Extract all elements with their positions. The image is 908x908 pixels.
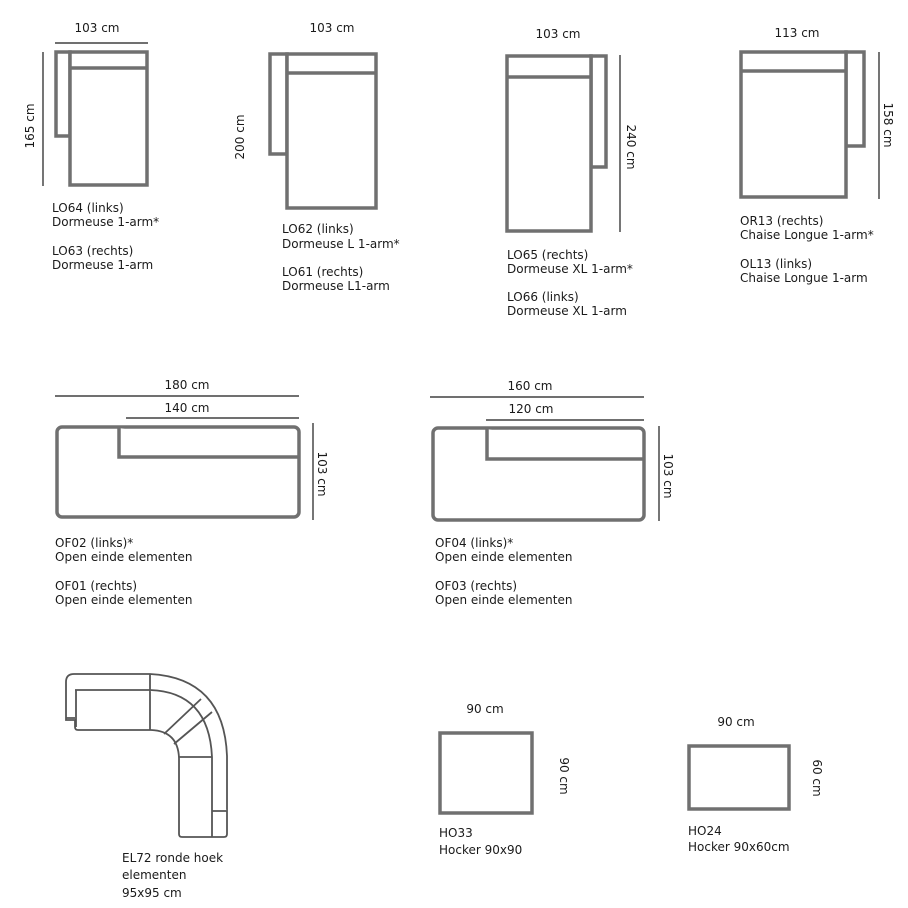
of02-seat-width-label: 140 cm	[164, 401, 209, 415]
lo66-name-left: Dormeuse XL 1-arm	[507, 304, 627, 318]
of02-backrest-outline	[117, 428, 298, 459]
of04-code: OF04 (links)*	[435, 536, 514, 550]
lo64-name-right: Dormeuse 1-arm	[52, 258, 154, 272]
of02-depth-label: 103 cm	[315, 451, 329, 496]
lo62-seat	[285, 52, 378, 210]
ho33-depth-label: 90 cm	[557, 757, 571, 794]
ho24-diagram: 90 cm 60 cm	[687, 715, 824, 811]
el72-back-curve	[149, 689, 227, 837]
or13-width-label: 113 cm	[774, 26, 819, 40]
of04-name: Open einde elementen	[435, 550, 573, 564]
ho33-hocker	[438, 731, 534, 815]
lo62-depth-label: 200 cm	[233, 114, 247, 159]
lo62-code-left: LO62 (links)	[282, 222, 354, 236]
el72-diagram	[65, 673, 228, 838]
lo64-width-label: 103 cm	[74, 21, 119, 35]
of04-total-width-label: 160 cm	[507, 379, 552, 393]
ho33-code: HO33	[439, 826, 473, 840]
lo64-diagram: 103 cm 165 cm	[23, 21, 149, 187]
of03-code: OF03 (rechts)	[435, 579, 518, 593]
of02-diagram: 180 cm 140 cm 103 cm	[55, 378, 329, 520]
or13-armrest	[844, 50, 866, 148]
ho24-width-label: 90 cm	[717, 715, 754, 729]
of04-depth-label: 103 cm	[661, 453, 675, 498]
of04-seat-width-label: 120 cm	[508, 402, 553, 416]
lo62-width-label: 103 cm	[309, 21, 354, 35]
el72-segment-lines	[163, 698, 213, 745]
lo65-seat	[505, 54, 593, 233]
or13-code-right: OR13 (rechts)	[740, 214, 824, 228]
of01-code: OF01 (rechts)	[55, 579, 138, 593]
or13-seat	[739, 50, 848, 199]
or13-diagram: 113 cm 158 cm	[739, 26, 895, 199]
of02-total-width-label: 180 cm	[164, 378, 209, 392]
el72-line-2: elementen	[122, 868, 187, 882]
ho24-hocker	[687, 744, 791, 811]
or13-depth-label: 158 cm	[881, 102, 895, 147]
lo62-armrest	[268, 52, 289, 156]
lo64-seat	[68, 50, 149, 187]
el72-line-1: EL72 ronde hoek	[122, 851, 224, 865]
lo65-code-right: LO65 (rechts)	[507, 248, 589, 262]
lo65-diagram: 103 cm 240 cm	[505, 27, 638, 233]
of04-diagram: 160 cm 120 cm 103 cm	[430, 379, 675, 522]
lo65-depth-label: 240 cm	[624, 124, 638, 169]
lo66-code-left: LO66 (links)	[507, 290, 579, 304]
ol13-name-left: Chaise Longue 1-arm	[740, 271, 868, 285]
el72-back-left	[66, 674, 151, 730]
of02-code: OF02 (links)*	[55, 536, 134, 550]
ho33-name: Hocker 90x90	[439, 843, 523, 857]
lo62-code-right: LO61 (rechts)	[282, 265, 364, 279]
el72-line-3: 95x95 cm	[122, 886, 182, 900]
lo64-name-left: Dormeuse 1-arm*	[52, 215, 160, 229]
ho24-name: Hocker 90x60cm	[688, 840, 790, 854]
lo65-armrest	[589, 54, 608, 169]
of03-name: Open einde elementen	[435, 593, 573, 607]
ol13-code-left: OL13 (links)	[740, 257, 813, 271]
or13-name-right: Chaise Longue 1-arm*	[740, 228, 874, 242]
ho33-width-label: 90 cm	[466, 702, 503, 716]
lo64-armrest	[54, 50, 72, 138]
lo64-code-right: LO63 (rechts)	[52, 244, 134, 258]
lo65-name-right: Dormeuse XL 1-arm*	[507, 262, 633, 276]
lo64-code-left: LO64 (links)	[52, 201, 124, 215]
of02-name: Open einde elementen	[55, 550, 193, 564]
lo62-name-right: Dormeuse L1-arm	[282, 279, 390, 293]
ho24-depth-label: 60 cm	[810, 759, 824, 796]
ho24-code: HO24	[688, 824, 722, 838]
ho33-diagram: 90 cm 90 cm	[438, 702, 571, 815]
of01-name: Open einde elementen	[55, 593, 193, 607]
lo64-depth-label: 165 cm	[23, 103, 37, 148]
of04-backrest-outline	[485, 429, 643, 461]
lo65-width-label: 103 cm	[535, 27, 580, 41]
lo62-name-left: Dormeuse L 1-arm*	[282, 237, 400, 251]
lo62-diagram: 103 cm 200 cm	[233, 21, 378, 210]
